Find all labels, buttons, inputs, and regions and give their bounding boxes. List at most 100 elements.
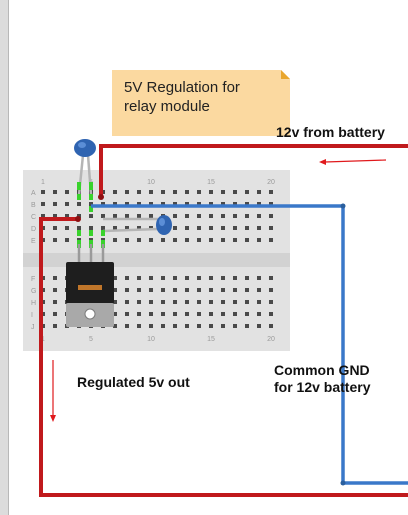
breadboard-hole [137, 190, 141, 194]
heatsink-hole [84, 308, 96, 320]
row-labels: A B C D E F G H I J [31, 190, 36, 331]
breadboard-hole [221, 324, 225, 328]
note-title: 5V Regulation for relay module [124, 78, 240, 116]
ground-wire-bend-point [340, 203, 346, 209]
sticky-note [112, 70, 290, 136]
column-label-15-bottom: 15 [207, 336, 215, 343]
breadboard-hole [113, 324, 117, 328]
breadboard-hole [101, 202, 105, 206]
breadboard-hole [125, 312, 129, 316]
breadboard-hole [161, 288, 165, 292]
breadboard-hole [221, 214, 225, 218]
voltage-regulator-icon [66, 262, 114, 304]
breadboard-hole [113, 288, 117, 292]
breadboard-hole [257, 190, 261, 194]
row-label-f: F [31, 276, 35, 283]
breadboard-hole [233, 324, 237, 328]
input-capacitor [74, 139, 96, 196]
column-label-10-bottom: 10 [147, 336, 155, 343]
breadboard-hole [41, 190, 45, 194]
capacitor-highlight [159, 218, 165, 226]
breadboard-hole [257, 214, 261, 218]
breadboard-hole [53, 312, 57, 316]
breadboard-hole [197, 300, 201, 304]
breadboard-hole [257, 324, 261, 328]
breadboard-hole [137, 214, 141, 218]
breadboard-hole [233, 226, 237, 230]
voltage-regulator [66, 244, 114, 327]
breadboard-hole [77, 214, 81, 218]
led-indicator [77, 230, 81, 236]
breadboard-hole [245, 190, 249, 194]
regulated-output-label: Regulated 5v out [77, 374, 190, 390]
breadboard-hole [245, 238, 249, 242]
led-indicator [89, 206, 93, 212]
breadboard-hole [197, 214, 201, 218]
breadboard-hole [65, 202, 69, 206]
row-label-c: C [31, 214, 36, 221]
breadboard-hole [41, 214, 45, 218]
breadboard-hole [245, 276, 249, 280]
battery-label: 12v from battery [276, 124, 385, 140]
breadboard-hole [257, 202, 261, 206]
breadboard-hole [245, 300, 249, 304]
breadboard-hole [233, 312, 237, 316]
ground-wire-bend-point [340, 480, 346, 486]
output-capacitor [102, 215, 172, 235]
breadboard-hole [125, 300, 129, 304]
breadboard-hole [197, 190, 201, 194]
note-line-2: relay module [124, 98, 210, 115]
breadboard-hole [269, 226, 273, 230]
breadboard-hole [197, 288, 201, 292]
breadboard-hole [221, 226, 225, 230]
breadboard-hole [65, 226, 69, 230]
breadboard-hole [173, 288, 177, 292]
breadboard-hole [233, 238, 237, 242]
row-label-h: H [31, 300, 36, 307]
breadboard-hole [125, 190, 129, 194]
breadboard-hole [209, 312, 213, 316]
breadboard-hole [77, 226, 81, 230]
row-label-a: A [31, 190, 36, 197]
breadboard-hole [257, 300, 261, 304]
breadboard: A B C D E F G H I J 1 5 10 15 20 1 5 10 … [23, 170, 290, 351]
breadboard-hole [161, 190, 165, 194]
breadboard-hole [185, 312, 189, 316]
column-label-1-bottom: 1 [41, 336, 45, 343]
breadboard-hole [113, 190, 117, 194]
column-label-20-bottom: 20 [267, 336, 275, 343]
note-background [112, 70, 290, 136]
breadboard-hole [125, 288, 129, 292]
breadboard-hole [65, 238, 69, 242]
annotation-arrows [50, 159, 387, 422]
breadboard-hole [53, 300, 57, 304]
capacitor-highlight [78, 142, 86, 148]
breadboard-hole [53, 324, 57, 328]
breadboard-hole [149, 214, 153, 218]
breadboard-hole [257, 312, 261, 316]
breadboard-hole [257, 226, 261, 230]
breadboard-hole [221, 312, 225, 316]
led-indicator [89, 230, 93, 236]
breadboard-hole [53, 288, 57, 292]
breadboard-hole [113, 202, 117, 206]
breadboard-hole [221, 300, 225, 304]
breadboard-center-channel [23, 253, 290, 267]
common-ground-label-line-1: Common GND [274, 362, 370, 378]
note-folded-corner [281, 70, 290, 79]
breadboard-hole [257, 238, 261, 242]
breadboard-hole [257, 288, 261, 292]
column-labels: 1 5 10 15 20 1 5 10 15 20 [41, 179, 275, 343]
row-label-e: E [31, 238, 36, 245]
breadboard-hole [137, 288, 141, 292]
breadboard-hole [113, 276, 117, 280]
breadboard-hole [197, 202, 201, 206]
regulator-marking [78, 285, 102, 290]
breadboard-hole [221, 190, 225, 194]
breadboard-hole [269, 312, 273, 316]
common-ground-label-line-2: for 12v battery [274, 379, 371, 395]
breadboard-hole [77, 202, 81, 206]
breadboard-hole [185, 226, 189, 230]
capacitor-icon [74, 139, 96, 157]
breadboard-hole [173, 226, 177, 230]
